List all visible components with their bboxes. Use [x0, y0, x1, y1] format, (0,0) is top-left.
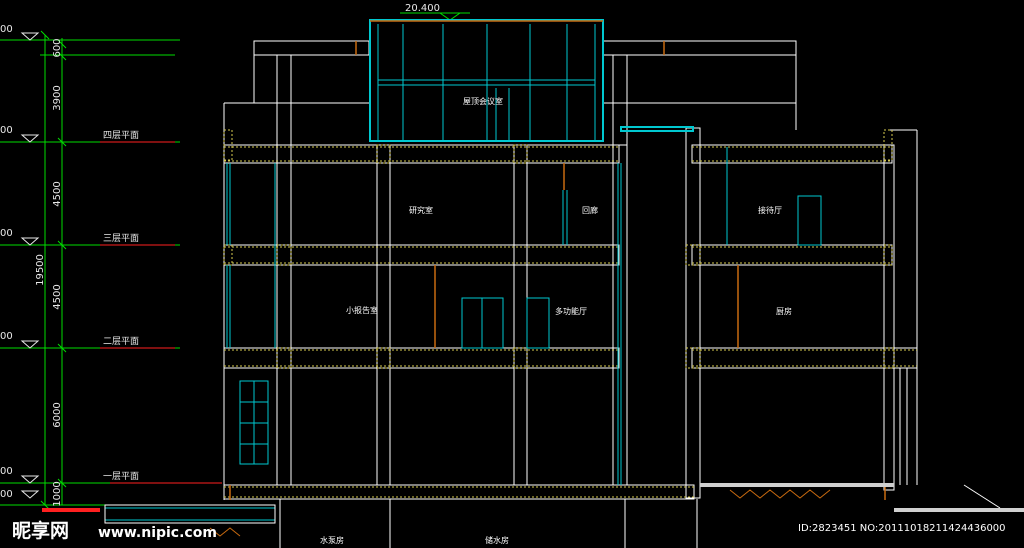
room-label: 小报告室 — [346, 305, 378, 315]
floor-label-3: 三层平面 — [103, 233, 139, 244]
glazing — [105, 19, 822, 521]
accent-lines — [229, 20, 886, 500]
room-label: 屋顶会议室 — [463, 96, 503, 106]
image-meta: ID:2823451 NO:20111018211424436000 — [798, 523, 1006, 534]
watermark-logo: 昵享网 — [12, 519, 69, 542]
dimension-4500-b: 4500 — [52, 284, 63, 309]
elevation-markers — [20, 32, 40, 499]
room-label: 接待厅 — [758, 205, 782, 215]
level-mark: 00 — [0, 24, 13, 35]
room-label: 水泵房 — [320, 535, 344, 545]
floor-label-2: 二层平面 — [103, 336, 139, 347]
dimension-1000: 1000 — [52, 481, 63, 506]
top-elevation: 20.400 — [405, 3, 440, 14]
dimension-600: 600 — [52, 38, 63, 57]
top-elevation-marker — [438, 12, 462, 21]
room-label: 回廊 — [582, 205, 598, 215]
room-label: 研究室 — [409, 205, 433, 215]
dimension-total: 19500 — [35, 254, 46, 286]
slab-hatching — [223, 129, 917, 498]
level-mark: 00 — [0, 125, 13, 136]
building-walls — [223, 40, 918, 548]
dimension-3900: 3900 — [52, 85, 63, 110]
floor-label-1: 一层平面 — [103, 471, 139, 482]
floor-label-4: 四层平面 — [103, 130, 139, 141]
ground-line — [42, 483, 1024, 537]
dimension-4500-a: 4500 — [52, 181, 63, 206]
dimension-chain — [0, 30, 222, 510]
room-label: 储水房 — [485, 535, 509, 545]
watermark-site: www.nipic.com — [98, 525, 217, 541]
room-label: 厨房 — [776, 306, 792, 316]
room-label: 多功能厅 — [555, 306, 587, 316]
level-mark: 00 — [0, 331, 13, 342]
level-lines — [100, 141, 222, 484]
level-mark: 00 — [0, 228, 13, 239]
level-mark: 00 — [0, 489, 13, 500]
level-mark: 00 — [0, 466, 13, 477]
dimension-6000: 6000 — [52, 402, 63, 427]
